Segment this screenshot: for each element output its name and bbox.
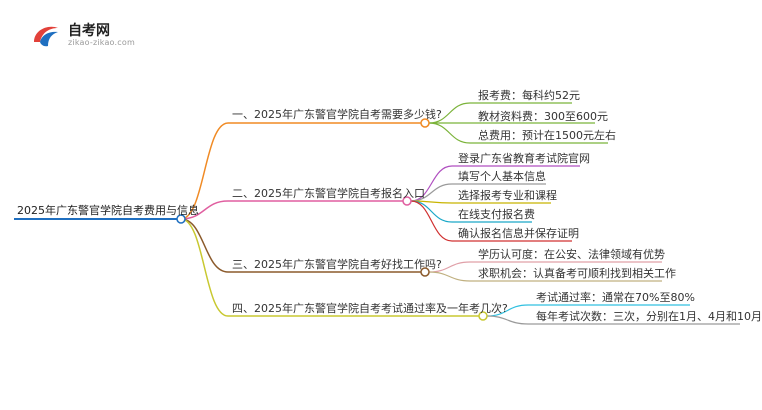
branch-3-node xyxy=(420,267,430,277)
branch-2-node xyxy=(402,196,412,206)
leaf-2-4: 在线支付报名费 xyxy=(458,208,535,221)
leaf-2-1: 登录广东省教育考试院官网 xyxy=(458,152,590,165)
leaf-1-2: 教材资料费：300至600元 xyxy=(478,110,608,123)
branch-3-connector xyxy=(180,218,229,273)
leaf-1-3-connector xyxy=(428,122,471,144)
leaf-3-1: 学历认可度：在公安、法律领域有优势 xyxy=(478,248,665,261)
leaf-1-1: 报考费：每科约52元 xyxy=(478,89,580,102)
leaf-2-2: 填写个人基本信息 xyxy=(458,170,546,183)
leaf-1-3: 总费用：预计在1500元左右 xyxy=(478,129,616,142)
leaf-4-1: 考试通过率：通常在70%至80% xyxy=(536,291,695,304)
branch-2-label: 二、2025年广东警官学院自考报名入口 xyxy=(232,187,425,200)
branch-3-label: 三、2025年广东警官学院自考好找工作吗? xyxy=(232,258,442,271)
logo-title: 自考网 xyxy=(68,23,110,39)
branch-1-label: 一、2025年广东警官学院自考需要多少钱? xyxy=(232,108,442,121)
branch-4-connector xyxy=(180,218,229,317)
root-node xyxy=(176,214,186,224)
branch-2-connector xyxy=(180,200,229,220)
leaf-3-2: 求职机会：认真备考可顺利找到相关工作 xyxy=(478,267,676,280)
logo-domain: zikao-zikao.com xyxy=(68,38,135,47)
branch-4-node xyxy=(478,311,488,321)
logo: 自考网 zikao-zikao.com xyxy=(30,20,170,52)
logo-mark-icon xyxy=(34,26,58,47)
leaf-2-3: 选择报考专业和课程 xyxy=(458,189,557,202)
leaf-4-2-connector xyxy=(486,315,529,325)
root-node-label: 2025年广东警官学院自考费用与信息 xyxy=(17,204,199,217)
leaf-4-2: 每年考试次数：三次，分别在1月、4月和10月 xyxy=(536,310,762,323)
branch-1-node xyxy=(420,118,430,128)
branch-4-label: 四、2025年广东警官学院自考考试通过率及一年考几次? xyxy=(232,302,508,315)
leaf-2-5-connector xyxy=(410,200,453,242)
leaf-2-5: 确认报名信息并保存证明 xyxy=(458,227,579,240)
leaf-2-4-connector xyxy=(410,200,453,223)
branch-1-connector xyxy=(180,122,229,220)
leaf-3-2-connector xyxy=(428,271,471,282)
